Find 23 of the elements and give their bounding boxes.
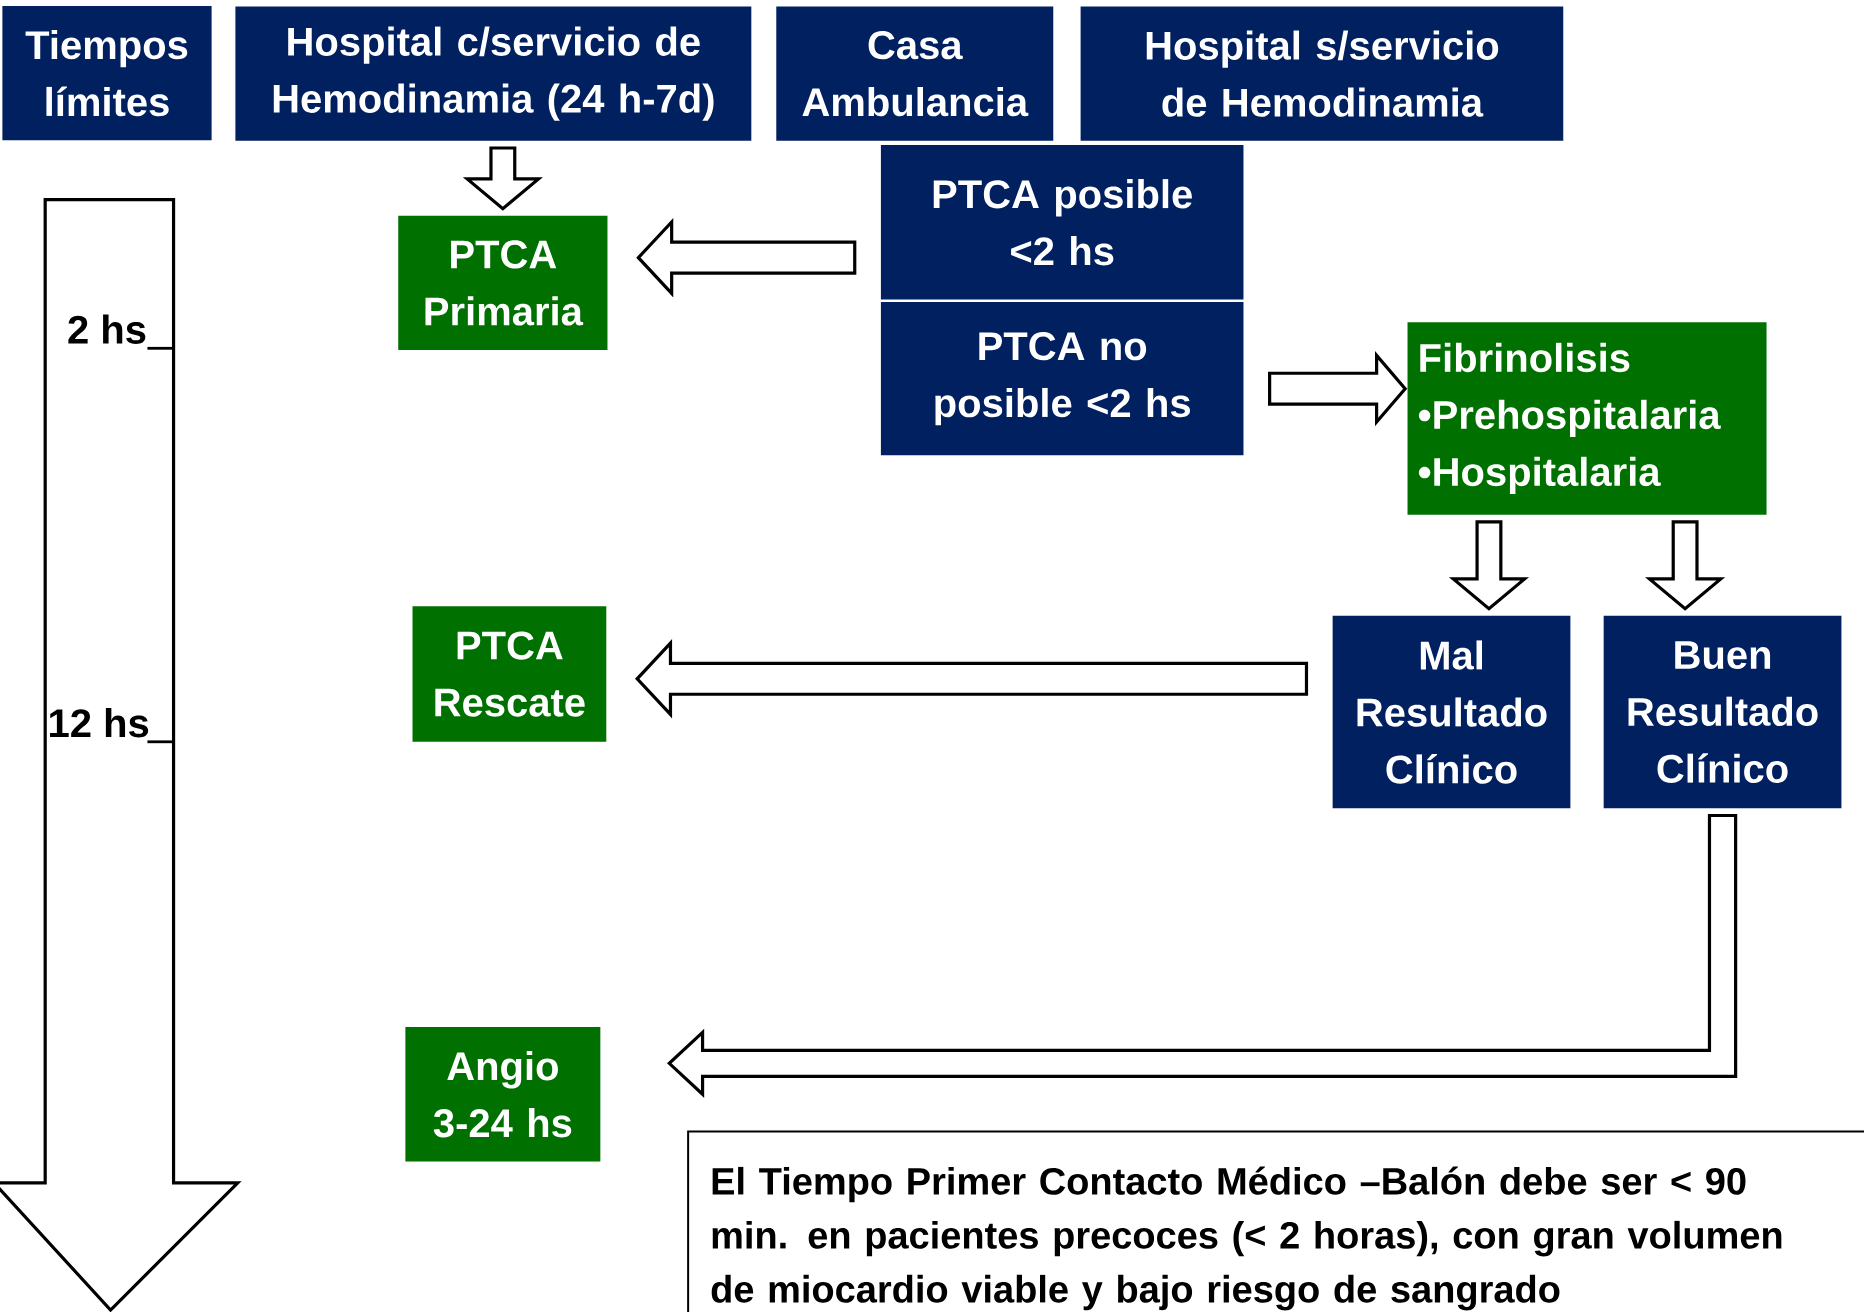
node-label: PTCA posible <2 hs xyxy=(933,178,1192,266)
block-arrow xyxy=(666,813,1738,1098)
block-arrow xyxy=(1645,520,1726,611)
process-box: Angio 3-24 hs xyxy=(405,1026,601,1162)
block-arrow xyxy=(635,638,1309,719)
time-label: 12 hs xyxy=(50,707,149,738)
header-box: Hospital c/servicio de Hemodinamia (24 h-7d) xyxy=(235,6,752,141)
process-box: PTCA Primaria xyxy=(398,215,608,350)
block-arrow xyxy=(1448,520,1530,611)
process-box: Fibrinolisis •Prehospitalaria •Hospitalaria xyxy=(1407,321,1767,515)
header-box: Tiempos límites xyxy=(2,5,212,141)
process-box: PTCA no posible <2 hs xyxy=(880,301,1244,456)
time-label: 2 hs xyxy=(68,314,146,344)
note-box: El Tiempo Primer Contacto Médico –Balón debe ser < 90 min. en pacientes precoces (< 2 horas), con gran volumen de miocardio viable y bajo riesgo de sangrado xyxy=(687,1130,1864,1312)
process-box: PTCA Rescate xyxy=(412,606,607,742)
result-box: Buen Resultado Clínico xyxy=(1603,615,1842,809)
block-arrow xyxy=(462,146,543,211)
header-box: Hospital s/servicio de Hemodinamia xyxy=(1080,6,1564,141)
block-arrow xyxy=(1268,350,1408,427)
header-box: Casa Ambulancia xyxy=(776,6,1054,141)
result-box: Mal Resultado Clínico xyxy=(1332,615,1571,809)
process-box: PTCA posible <2 hs xyxy=(880,144,1244,300)
block-arrow xyxy=(636,217,857,298)
